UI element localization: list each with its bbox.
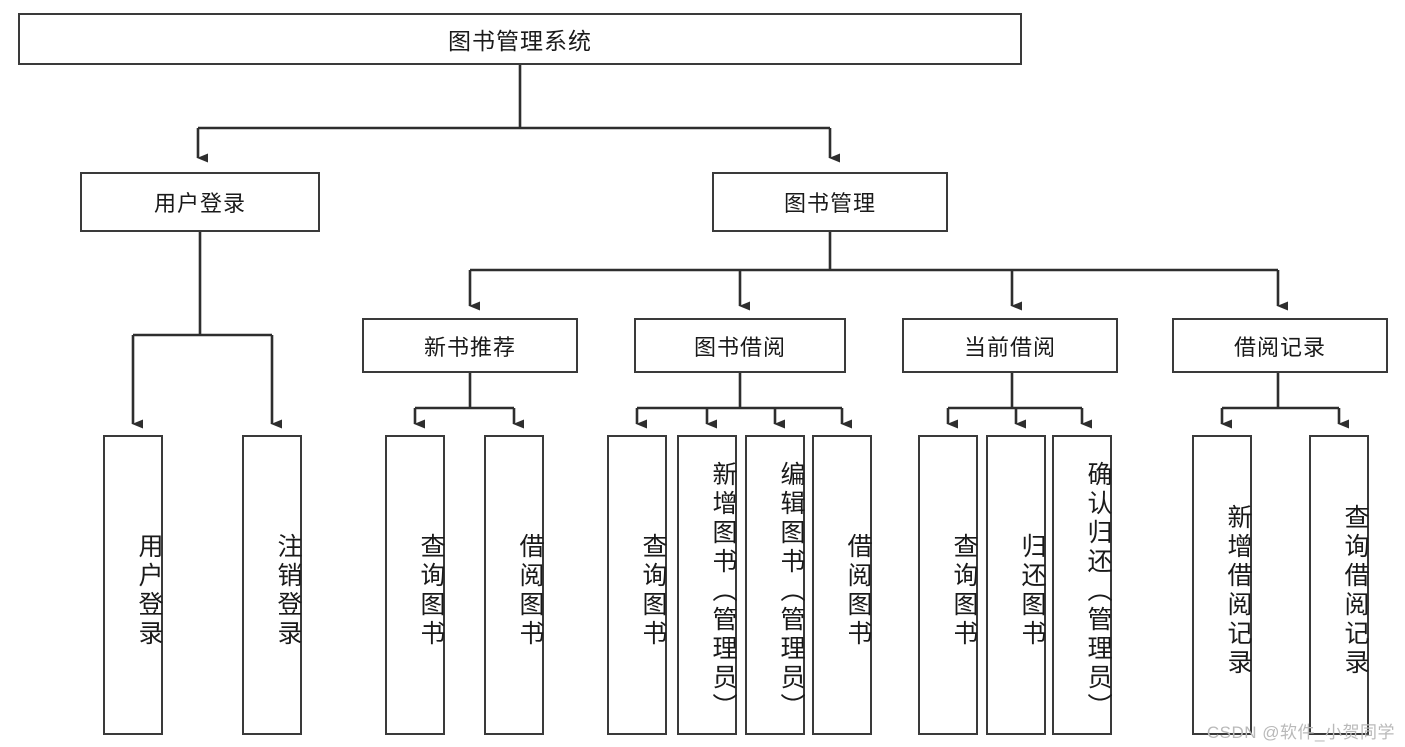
leaf-new-book-query-books[interactable]: 查询图书 xyxy=(385,435,445,735)
leaf-current-borrow-query-books[interactable]: 查询图书 xyxy=(918,435,978,735)
node-book-borrowing[interactable]: 图书借阅 xyxy=(634,318,846,373)
node-current-borrowing[interactable]: 当前借阅 xyxy=(902,318,1118,373)
node-borrowing-records[interactable]: 借阅记录 xyxy=(1172,318,1388,373)
leaf-book-borrow-borrow-books[interactable]: 借阅图书 xyxy=(812,435,872,735)
node-root-book-management-system[interactable]: 图书管理系统 xyxy=(18,13,1022,65)
leaf-user-login-login[interactable]: 用户登录 xyxy=(103,435,163,735)
leaf-current-borrow-return-books[interactable]: 归还图书 xyxy=(986,435,1046,735)
leaf-borrow-record-query-record[interactable]: 查询借阅记录 xyxy=(1309,435,1369,735)
leaf-new-book-borrow-books[interactable]: 借阅图书 xyxy=(484,435,544,735)
leaf-book-borrow-query-books[interactable]: 查询图书 xyxy=(607,435,667,735)
leaf-current-borrow-confirm-return-admin[interactable]: 确认归还（管理员） xyxy=(1052,435,1112,735)
leaf-book-borrow-add-book-admin[interactable]: 新增图书（管理员） xyxy=(677,435,737,735)
node-book-management[interactable]: 图书管理 xyxy=(712,172,948,232)
node-new-book-recommendation[interactable]: 新书推荐 xyxy=(362,318,578,373)
leaf-book-borrow-edit-book-admin[interactable]: 编辑图书（管理员） xyxy=(745,435,805,735)
leaf-borrow-record-add-record[interactable]: 新增借阅记录 xyxy=(1192,435,1252,735)
node-user-login[interactable]: 用户登录 xyxy=(80,172,320,232)
csdn-watermark: CSDN @软件_小贺同学 xyxy=(1206,723,1395,742)
leaf-user-login-logout[interactable]: 注销登录 xyxy=(242,435,302,735)
